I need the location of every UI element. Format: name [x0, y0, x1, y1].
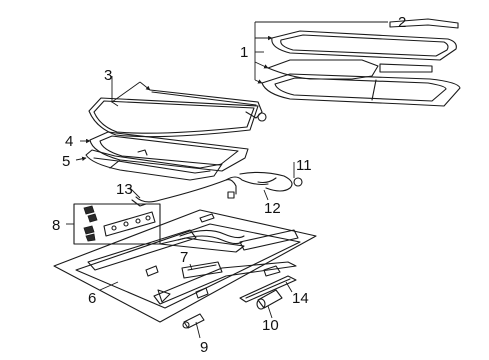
callout-6: 6	[88, 290, 96, 307]
frame-seal-group	[261, 18, 461, 107]
leader-lines	[66, 21, 388, 339]
callout-8: 8	[52, 217, 60, 234]
long-bracket	[239, 275, 297, 303]
glass-panel	[89, 131, 249, 172]
lower-housing-frame	[261, 73, 461, 107]
lower-seal-frame	[85, 149, 223, 181]
upper-seal-frame	[271, 30, 457, 61]
seal-strip	[389, 18, 459, 29]
sunshade	[88, 89, 267, 138]
callout-1: 1	[240, 44, 248, 61]
callout-10: 10	[262, 317, 279, 334]
pin	[182, 313, 205, 329]
callout-5: 5	[62, 153, 70, 170]
callout-13: 13	[116, 181, 133, 198]
sunroof-tray	[53, 209, 317, 323]
drive-cylinder	[256, 289, 283, 310]
wire-harness	[131, 171, 303, 207]
callout-9: 9	[200, 339, 208, 356]
callout-11: 11	[296, 157, 312, 174]
fastener-kit-box	[73, 203, 161, 245]
callout-14: 14	[292, 290, 309, 307]
callout-3: 3	[104, 67, 112, 84]
callout-7: 7	[180, 249, 188, 266]
callout-2: 2	[398, 14, 406, 31]
guide-rail	[181, 261, 223, 279]
callout-4: 4	[65, 133, 73, 150]
callout-labels: 2 1 3 4 5 11 13 12 8 7 6 14 10 9	[52, 14, 406, 356]
callout-12: 12	[264, 200, 281, 217]
